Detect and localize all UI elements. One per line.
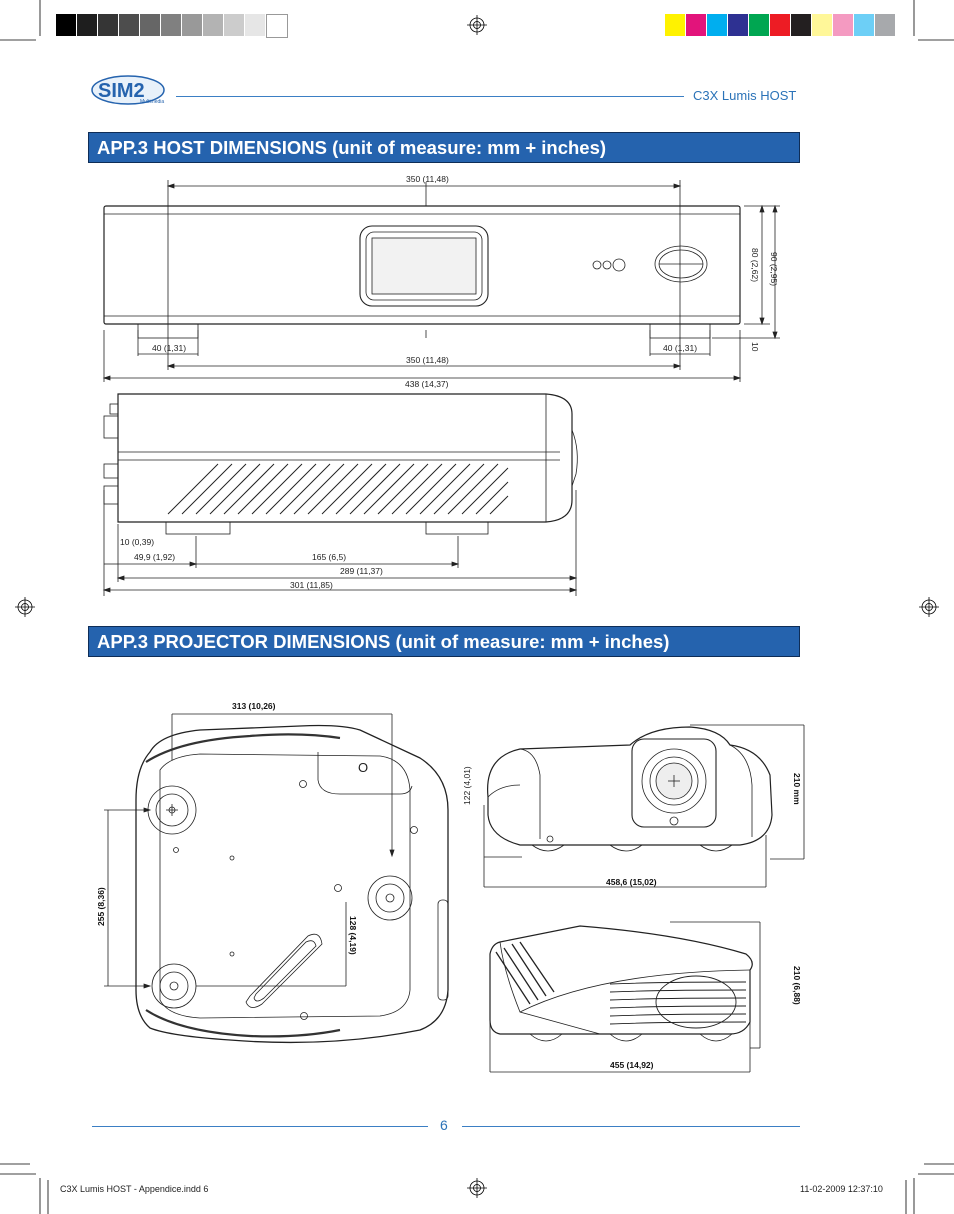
gray-swatch: [56, 14, 77, 36]
projector-side-drawing: 455 (14,92) 210 (6,88): [489, 921, 802, 1073]
svg-text:10 (0,39): 10 (0,39): [120, 537, 154, 547]
color-swatch: [749, 14, 770, 36]
svg-text:455 (14,92): 455 (14,92): [610, 1060, 654, 1070]
host-side-drawing: 10 (0,39) 49,9 (1,92) 165 (6,5) 289 (11,…: [102, 393, 578, 596]
svg-text:10: 10: [750, 342, 760, 352]
svg-text:350 (11,48): 350 (11,48): [406, 355, 449, 365]
sim2-logo: SIM2 Multimedia: [91, 75, 165, 105]
gray-swatch: [266, 14, 288, 38]
gray-swatch: [77, 14, 98, 36]
svg-text:122 (4,01): 122 (4,01): [462, 766, 472, 805]
gray-swatch: [119, 14, 140, 36]
gray-swatch: [224, 14, 245, 36]
svg-text:80 (2,62): 80 (2,62): [750, 248, 760, 282]
svg-text:438 (14,37): 438 (14,37): [405, 379, 449, 389]
section-title-projector: APP.3 PROJECTOR DIMENSIONS (unit of meas…: [97, 631, 670, 652]
color-swatch: [728, 14, 749, 36]
page-number: 6: [440, 1117, 448, 1133]
gray-swatch: [203, 14, 224, 36]
svg-text:SIM2: SIM2: [98, 80, 145, 102]
svg-text:49,9 (1,92): 49,9 (1,92): [134, 552, 175, 562]
footer-rule-left: [92, 1126, 428, 1127]
svg-text:40 (1,31): 40 (1,31): [152, 343, 186, 353]
gray-swatch: [140, 14, 161, 36]
registration-mark-right-icon: [919, 597, 939, 617]
svg-text:289 (11,37): 289 (11,37): [340, 566, 383, 576]
color-swatch: [770, 14, 791, 36]
svg-text:313 (10,26): 313 (10,26): [232, 701, 276, 711]
registration-mark-top-icon: [467, 15, 487, 35]
section-title-host: APP.3 HOST DIMENSIONS (unit of measure: …: [97, 137, 607, 158]
color-swatch: [791, 14, 812, 36]
gray-swatch: [98, 14, 119, 36]
footer-rule-right: [462, 1126, 800, 1127]
registration-mark-bottom-icon: [467, 1178, 487, 1198]
svg-text:Multimedia: Multimedia: [140, 99, 164, 105]
gray-swatch: [161, 14, 182, 36]
color-swatch: [686, 14, 707, 36]
svg-text:165 (6,5): 165 (6,5): [312, 552, 346, 562]
section-banner-projector: APP.3 PROJECTOR DIMENSIONS (unit of meas…: [88, 626, 800, 657]
color-swatch: [707, 14, 728, 36]
svg-text:255 (8,36): 255 (8,36): [96, 887, 106, 926]
color-swatch: [812, 14, 833, 36]
host-front-drawing: 350 (11,48) 40 (1,31) 40 (1,31) 350 (11,…: [102, 174, 780, 389]
gray-swatch: [245, 14, 266, 36]
color-swatch: [833, 14, 854, 36]
header-rule: [176, 96, 684, 97]
document-title: C3X Lumis HOST: [693, 88, 797, 103]
svg-text:O: O: [358, 760, 368, 775]
color-swatch: [665, 14, 686, 36]
svg-text:350 (11,48): 350 (11,48): [406, 174, 449, 184]
color-swatch: [854, 14, 875, 36]
svg-text:210 mm: 210 mm: [792, 773, 802, 805]
registration-mark-left-icon: [15, 597, 35, 617]
color-swatch: [875, 14, 896, 36]
svg-text:90 (2,95): 90 (2,95): [769, 252, 779, 286]
svg-text:128 (4,19): 128 (4,19): [348, 916, 358, 955]
svg-text:301 (11,85): 301 (11,85): [290, 580, 333, 590]
projector-front-drawing: 122 (4,01) 458,6 (15,02) 210 mm: [462, 724, 805, 888]
svg-text:40 (1,31): 40 (1,31): [663, 343, 697, 353]
print-timestamp: 11-02-2009 12:37:10: [800, 1184, 883, 1194]
svg-text:210 (6,88): 210 (6,88): [792, 966, 802, 1005]
gray-swatch: [182, 14, 203, 36]
section-banner-host: APP.3 HOST DIMENSIONS (unit of measure: …: [88, 132, 800, 163]
svg-text:458,6 (15,02): 458,6 (15,02): [606, 877, 657, 887]
file-slug: C3X Lumis HOST - Appendice.indd 6: [60, 1184, 209, 1194]
projector-bottom-drawing: O 313 (10,26) 255 (8,36) 128 (4,19): [96, 701, 449, 1044]
